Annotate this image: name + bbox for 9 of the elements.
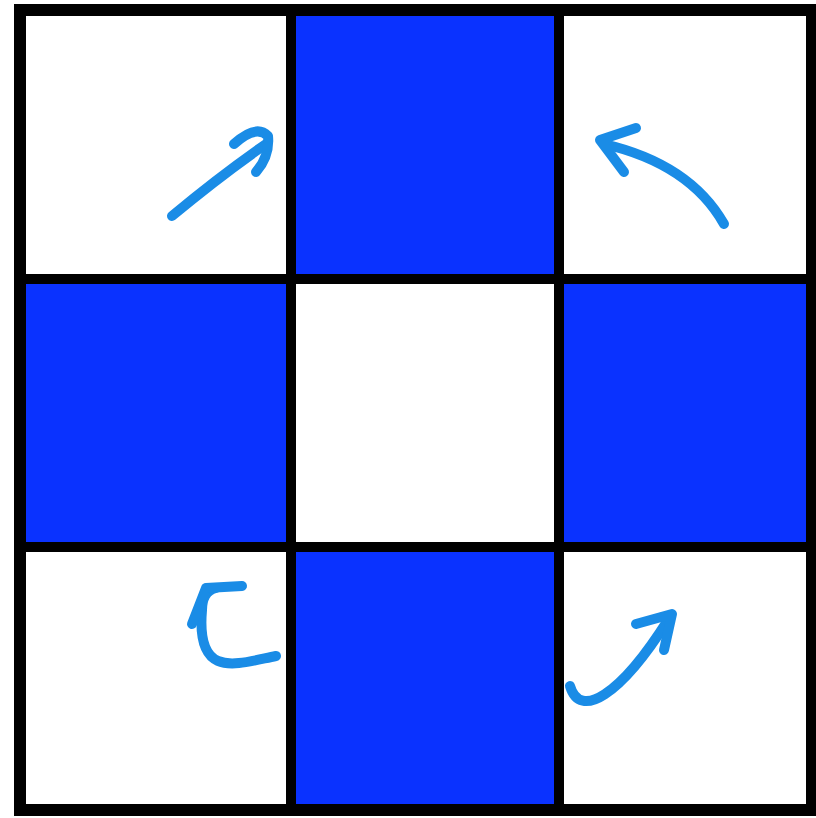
empty-square: [25, 551, 285, 804]
empty-square: [295, 283, 553, 541]
filled-square: [25, 283, 285, 541]
filled-square: [295, 15, 553, 273]
empty-square: [563, 15, 806, 273]
filled-square: [563, 283, 806, 541]
filled-square: [295, 551, 553, 804]
empty-square: [25, 15, 285, 273]
empty-square: [563, 551, 806, 804]
